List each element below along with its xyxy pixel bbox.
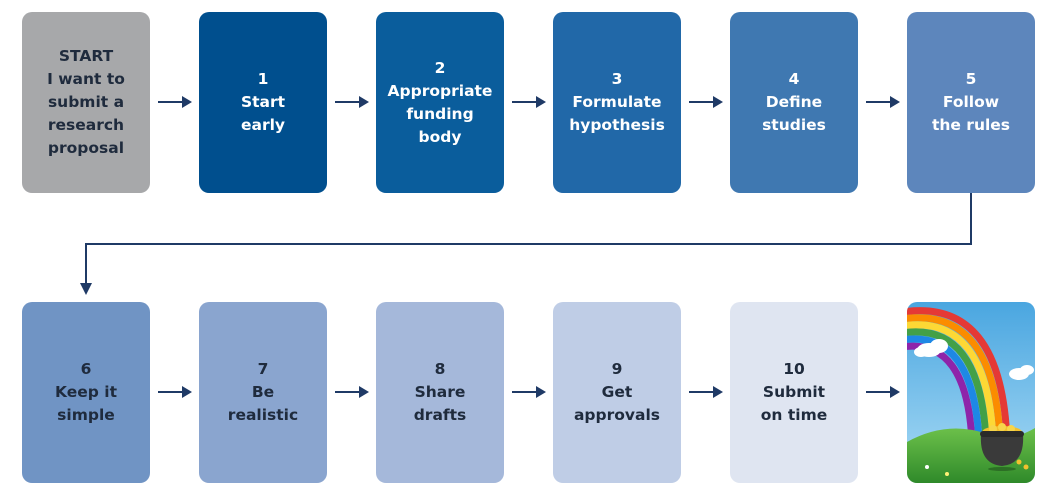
arrow-right-icon bbox=[512, 386, 546, 398]
step-9-box: 9 Get approvals bbox=[553, 302, 681, 483]
step-2-label: 2 Appropriate funding body bbox=[387, 58, 493, 146]
step-7-label: 7 Be realistic bbox=[227, 360, 299, 424]
arrow-right-icon bbox=[689, 96, 723, 108]
step-start-box: START I want to submit a research propos… bbox=[22, 12, 150, 193]
arrow-right-icon bbox=[512, 96, 546, 108]
step-10-label: 10 Submit on time bbox=[760, 360, 828, 424]
step-3-box: 3 Formulate hypothesis bbox=[553, 12, 681, 193]
step-8-box: 8 Share drafts bbox=[376, 302, 504, 483]
step-2-box: 2 Appropriate funding body bbox=[376, 12, 504, 193]
step-8-label: 8 Share drafts bbox=[413, 360, 467, 424]
arrow-right-icon bbox=[866, 96, 900, 108]
step-7-box: 7 Be realistic bbox=[199, 302, 327, 483]
step-1-box: 1 Start early bbox=[199, 12, 327, 193]
step-4-box: 4 Define studies bbox=[730, 12, 858, 193]
step-5-label: 5 Follow the rules bbox=[931, 70, 1011, 134]
arrow-right-icon bbox=[335, 96, 369, 108]
arrow-right-icon bbox=[335, 386, 369, 398]
arrow-right-icon bbox=[158, 96, 192, 108]
step-6-box: 6 Keep it simple bbox=[22, 302, 150, 483]
step-5-box: 5 Follow the rules bbox=[907, 12, 1035, 193]
step-4-label: 4 Define studies bbox=[762, 70, 826, 134]
step-6-label: 6 Keep it simple bbox=[55, 360, 117, 424]
rainbow-pot-of-gold-icon bbox=[907, 302, 1035, 483]
step-1-label: 1 Start early bbox=[240, 70, 286, 134]
arrow-right-icon bbox=[158, 386, 192, 398]
step-start-label: START I want to submit a research propos… bbox=[47, 47, 125, 157]
step-10-box: 10 Submit on time bbox=[730, 302, 858, 483]
step-3-label: 3 Formulate hypothesis bbox=[569, 70, 665, 134]
arrow-right-icon bbox=[689, 386, 723, 398]
step-9-label: 9 Get approvals bbox=[573, 360, 661, 424]
arrow-right-icon bbox=[866, 386, 900, 398]
